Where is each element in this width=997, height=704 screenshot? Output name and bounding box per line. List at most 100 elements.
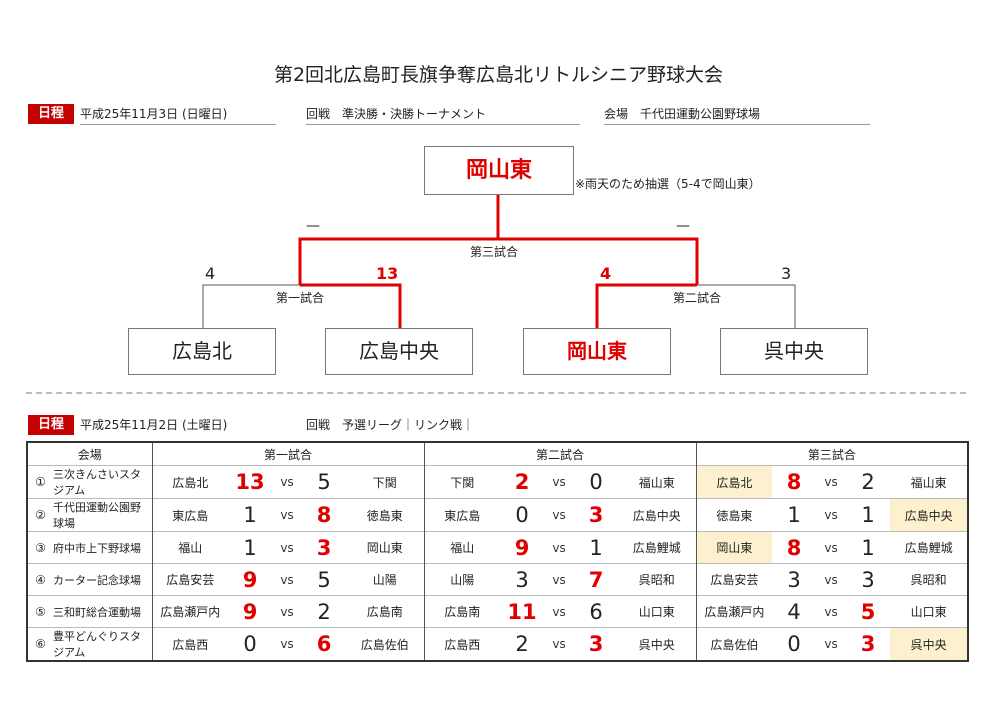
away-team: 福山東 (890, 465, 970, 499)
away-score: 6 (574, 595, 619, 628)
away-score: 5 (846, 595, 891, 628)
away-score: 5 (302, 465, 347, 499)
bracket-line-semi1-right (300, 283, 402, 328)
vs-label: vs (816, 498, 847, 532)
venue-name: 千代田運動公園野球場 (53, 498, 153, 532)
away-team: 岡山東 (346, 531, 425, 564)
row-number: ① (26, 465, 53, 499)
away-score: 6 (302, 627, 347, 662)
semi1-right-score: 13 (376, 264, 399, 283)
home-score: 1 (228, 498, 273, 532)
semi2-label: 第二試合 (673, 291, 722, 305)
vs-label: vs (544, 627, 575, 662)
home-score: 1 (228, 531, 273, 564)
vs-label: vs (272, 627, 303, 662)
home-score: 9 (228, 595, 273, 628)
vs-label: vs (272, 465, 303, 499)
away-team: 下関 (346, 465, 425, 499)
bracket-line-final-left (298, 237, 498, 285)
bracket-line-semi2-left (595, 283, 697, 328)
home-team: 東広島 (423, 498, 501, 532)
home-score: 8 (772, 531, 817, 564)
away-team: 徳島東 (346, 498, 425, 532)
header-game1: 第一試合 (151, 441, 425, 466)
vs-label: vs (544, 465, 575, 499)
home-team: 岡山東 (695, 531, 773, 564)
vs-label: vs (816, 627, 847, 662)
away-score: 0 (574, 465, 619, 499)
tournament-round: 回戦 準決勝・決勝トーナメント (306, 104, 580, 125)
lottery-note: ※雨天のため抽選（5-4で岡山東） (575, 177, 761, 191)
semi2-left-score: 4 (600, 264, 612, 283)
team-box-4: 呉中央 (720, 328, 868, 375)
away-team: 広島中央 (618, 498, 697, 532)
away-team: 呉中央 (890, 627, 970, 662)
semi2-right-score: 3 (781, 264, 792, 283)
away-score: 1 (574, 531, 619, 564)
home-score: 0 (772, 627, 817, 662)
away-score: 3 (302, 531, 347, 564)
vs-label: vs (272, 531, 303, 564)
champion-box: 岡山東 (424, 146, 574, 195)
home-team: 山陽 (423, 563, 501, 596)
home-team: 広島佐伯 (695, 627, 773, 662)
away-score: 3 (846, 563, 891, 596)
home-score: 0 (228, 627, 273, 662)
home-score: 2 (500, 465, 545, 499)
home-team: 広島安芸 (695, 563, 773, 596)
away-team: 山口東 (890, 595, 970, 628)
vs-label: vs (816, 465, 847, 499)
venue-name: 三和町総合運動場 (53, 595, 153, 628)
home-score: 9 (228, 563, 273, 596)
table-header-row: 会場 第一試合 第二試合 第三試合 (25, 441, 970, 466)
home-team: 福山 (151, 531, 229, 564)
home-score: 2 (500, 627, 545, 662)
venue-name: 豊平どんぐりスタジアム (53, 627, 153, 662)
final-right-score: — (676, 218, 690, 234)
home-score: 13 (228, 465, 273, 499)
row-number: ② (26, 498, 53, 532)
home-team: 広島南 (423, 595, 501, 628)
home-team: 福山 (423, 531, 501, 564)
bracket-line-semi2-right (697, 284, 796, 328)
vs-label: vs (816, 595, 847, 628)
away-team: 呉昭和 (890, 563, 970, 596)
header-venue: 会場 (25, 441, 153, 466)
tournament-venue: 会場 千代田運動公園野球場 (604, 104, 870, 125)
bracket-line-final-right (498, 237, 699, 285)
home-team: 徳島東 (695, 498, 773, 532)
team-box-2: 広島中央 (325, 328, 473, 375)
venue-name: 府中市上下野球場 (53, 531, 153, 564)
away-score: 1 (846, 498, 891, 532)
away-team: 山陽 (346, 563, 425, 596)
semi1-left-score: 4 (205, 264, 216, 283)
page-title: 第2回北広島町長旗争奪広島北リトルシニア野球大会 (273, 64, 724, 86)
home-score: 1 (772, 498, 817, 532)
bracket-line-semi1-left (202, 284, 300, 328)
home-team: 広島安芸 (151, 563, 229, 596)
header-game2: 第二試合 (423, 441, 697, 466)
away-score: 3 (574, 627, 619, 662)
vs-label: vs (544, 531, 575, 564)
home-score: 11 (500, 595, 545, 628)
home-score: 9 (500, 531, 545, 564)
home-team: 広島西 (423, 627, 501, 662)
vs-label: vs (816, 563, 847, 596)
tournament-date: 平成25年11月3日 (日曜日) (80, 104, 276, 125)
row-number: ⑥ (26, 627, 53, 662)
away-team: 呉昭和 (618, 563, 697, 596)
league-schedule-tag: 日程 (28, 415, 74, 435)
schedule-tag: 日程 (28, 104, 74, 124)
away-score: 3 (574, 498, 619, 532)
home-team: 広島北 (695, 465, 773, 499)
row-number: ③ (26, 531, 53, 564)
away-team: 広島鯉城 (618, 531, 697, 564)
